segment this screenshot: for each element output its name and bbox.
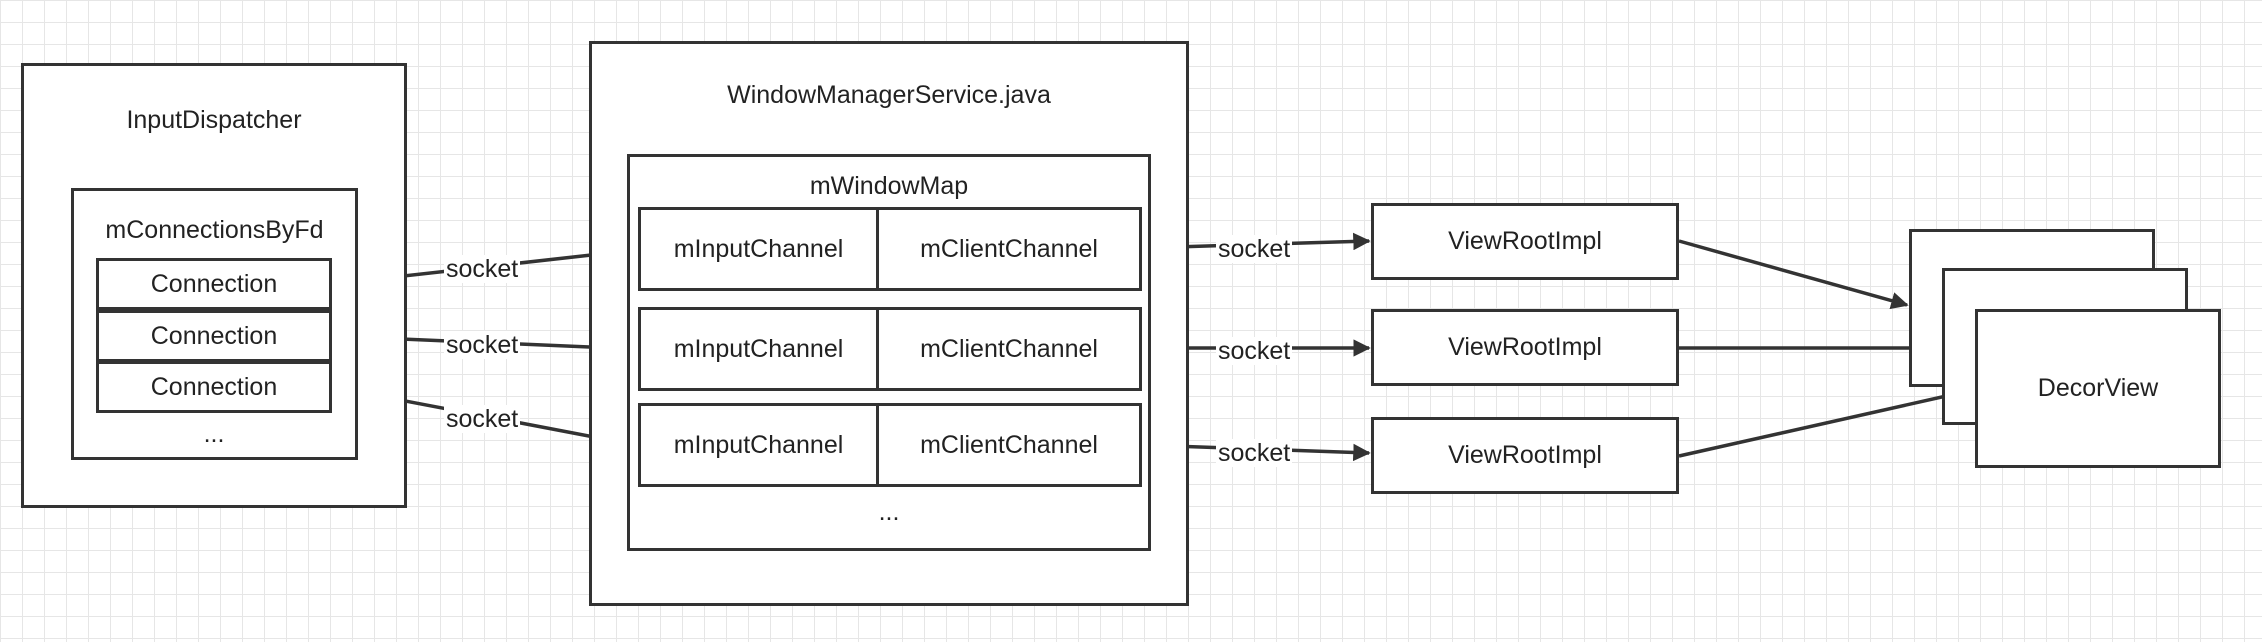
decor-view-front: DecorView	[1975, 309, 2221, 468]
socket-label-4: socket	[1216, 235, 1293, 263]
connection-1: Connection	[96, 258, 332, 310]
wms-title: WindowManagerService.java	[727, 81, 1051, 109]
view-root-impl-2: ViewRootImpl	[1371, 309, 1679, 386]
socket-label-1: socket	[444, 255, 521, 283]
input-channel-3: mInputChannel	[641, 406, 879, 484]
view-root-impl-1: ViewRootImpl	[1371, 203, 1679, 280]
client-channel-3: mClientChannel	[920, 430, 1098, 459]
decor-arrow-1	[1678, 239, 1909, 310]
client-channel-1: mClientChannel	[920, 234, 1098, 263]
window-map-row-3: mInputChannel mClientChannel	[638, 403, 1142, 487]
socket-label-3: socket	[444, 405, 521, 433]
decor-arrow-3	[1678, 384, 1975, 458]
socket-label-6: socket	[1216, 439, 1293, 467]
window-map-row-2: mInputChannel mClientChannel	[638, 307, 1142, 391]
window-map-row-1: mInputChannel mClientChannel	[638, 207, 1142, 291]
client-channel-2: mClientChannel	[920, 334, 1098, 363]
connections-by-fd-title: mConnectionsByFd	[105, 216, 324, 244]
socket-label-2: socket	[444, 331, 521, 359]
connections-ellipsis: ...	[203, 420, 225, 448]
socket-label-5: socket	[1216, 337, 1293, 365]
connection-2: Connection	[96, 310, 332, 362]
window-map-title: mWindowMap	[809, 172, 969, 200]
input-dispatcher-title: InputDispatcher	[126, 106, 302, 134]
input-channel-1: mInputChannel	[641, 210, 879, 288]
input-channel-2: mInputChannel	[641, 310, 879, 388]
window-map-ellipsis: ...	[878, 498, 900, 526]
view-root-impl-3: ViewRootImpl	[1371, 417, 1679, 494]
connection-3: Connection	[96, 361, 332, 413]
